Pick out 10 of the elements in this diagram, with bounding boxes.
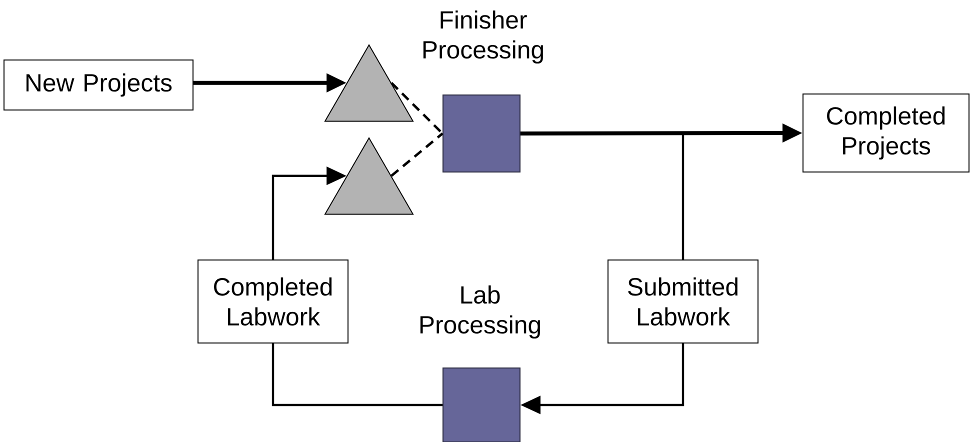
dashed-line [390, 132, 444, 177]
text-box: Completed Projects [802, 93, 970, 172]
connector-line [272, 344, 442, 406]
connector-line [520, 132, 684, 260]
process-heading: Finisher Processing [423, 10, 543, 64]
dashed-line [390, 82, 444, 134]
text-box: New Projects [4, 60, 194, 110]
text-box: Completed Labwork [198, 259, 348, 344]
process-heading: Lab Processing [420, 285, 540, 339]
text-box: Submitted Labwork [608, 259, 758, 344]
